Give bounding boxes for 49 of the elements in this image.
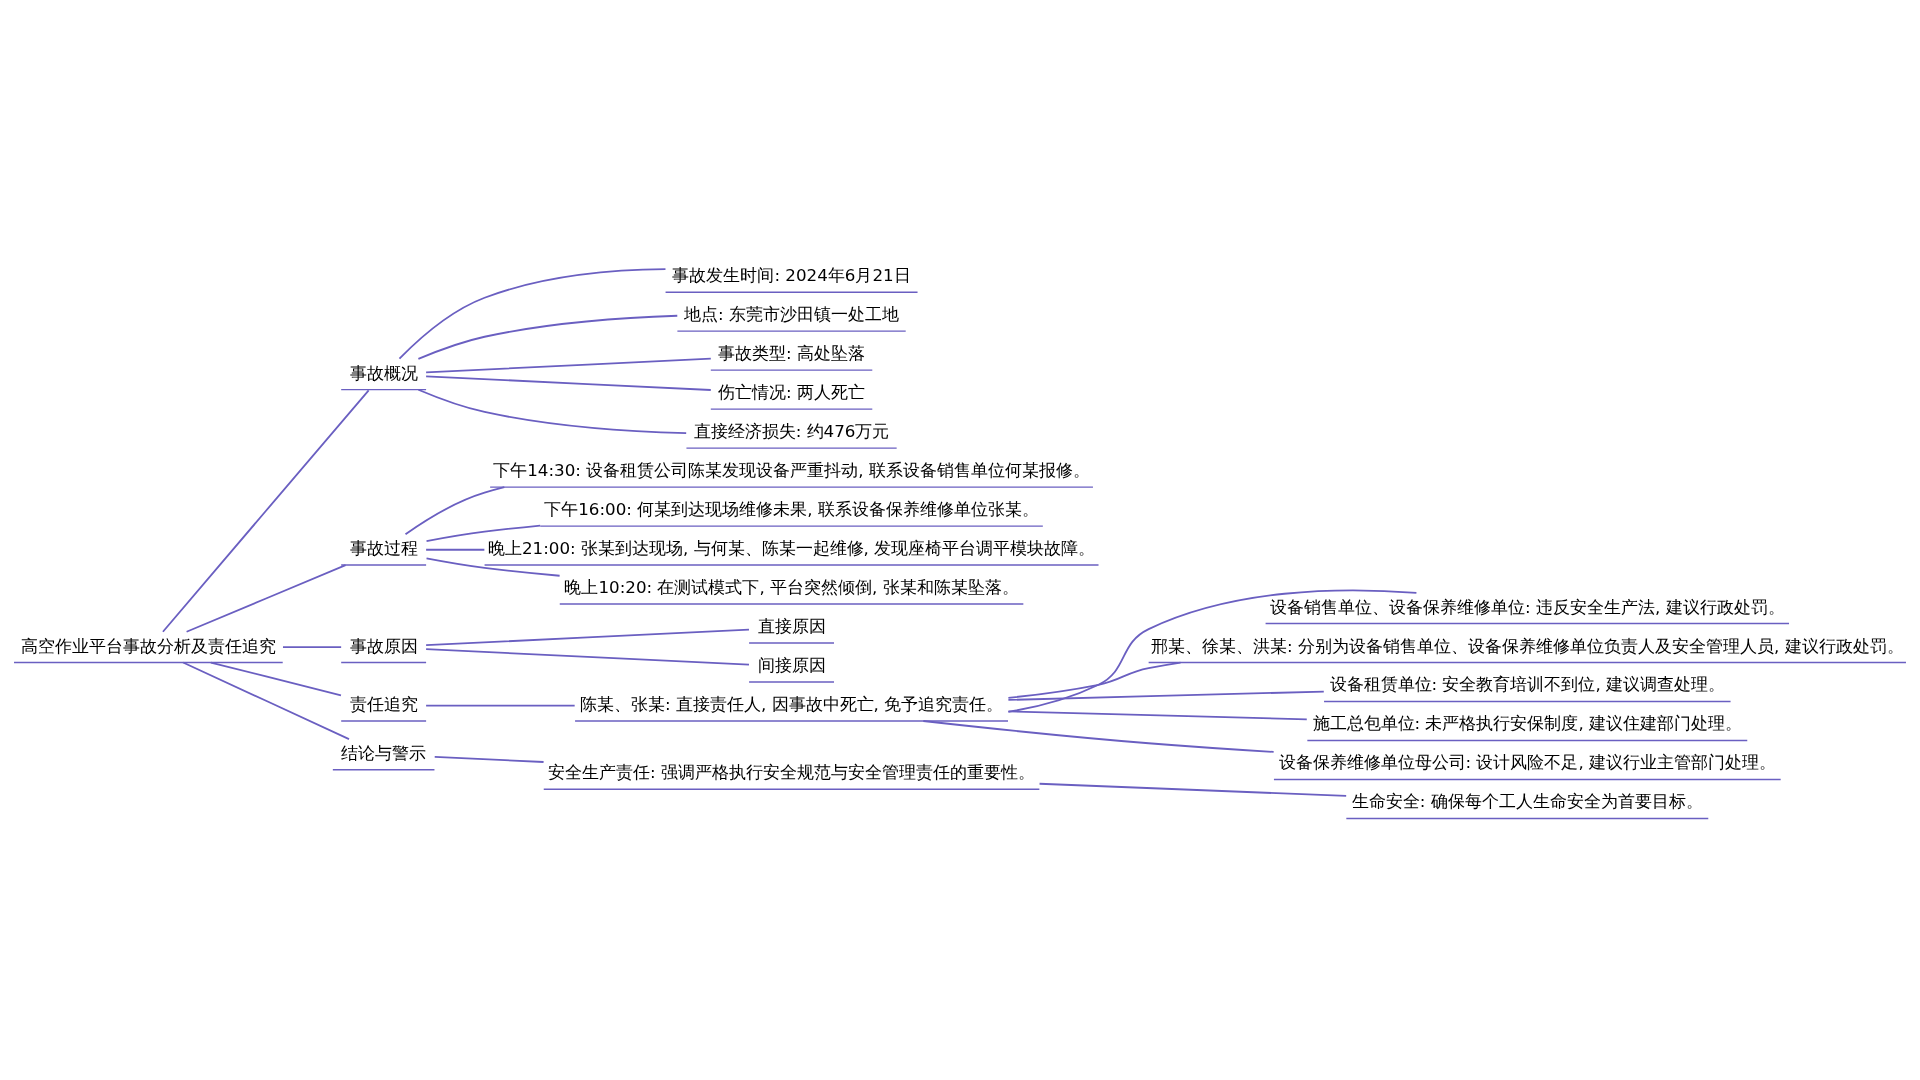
connector: [425, 704, 576, 707]
node-text: 责任追究: [349, 693, 418, 714]
node-text: 施工总包单位: 未严格执行安保制度, 建议住建部门处理。: [1312, 713, 1743, 734]
connector: [425, 648, 750, 666]
connector: [282, 646, 343, 649]
node-text: 事故类型: 高处坠落: [718, 343, 866, 364]
connector: [182, 661, 350, 740]
connector: [425, 375, 712, 391]
node-text: 事故发生时间: 2024年6月21日: [672, 265, 911, 286]
connector: [425, 357, 712, 374]
node-text: 设备销售单位、设备保养维修单位: 违反安全生产法, 建议行政处罚。: [1270, 596, 1785, 617]
connector: [185, 564, 347, 633]
node-text: 生命安全: 确保每个工人生命安全为首要目标。: [1351, 791, 1703, 812]
node-text: 高空作业平台事故分析及责任追究: [20, 635, 276, 656]
node-text: 邢某、徐某、洪某: 分别为设备销售单位、设备保养维修单位负责人及安全管理人员, 建议行政处罚。: [1151, 635, 1904, 656]
connector: [425, 557, 561, 577]
node-text: 陈某、张某: 直接责任人, 因事故中死亡, 免予追究责任。: [579, 693, 1004, 714]
node-text: 直接原因: [757, 616, 826, 637]
node-text: 事故概况: [349, 362, 418, 383]
connector: [1007, 661, 1182, 699]
node-text: 事故过程: [349, 538, 418, 559]
connector: [425, 628, 750, 647]
connector: [1007, 589, 1418, 713]
connector: [1007, 710, 1308, 721]
node-text: 伤亡情况: 两人死亡: [718, 382, 866, 403]
node-text: 直接经济损失: 约476万元: [693, 421, 890, 442]
connector: [404, 486, 506, 536]
node-text: 地点: 东莞市沙田镇一处工地: [684, 304, 900, 325]
connector: [417, 388, 688, 435]
node-text: 设备租赁单位: 安全教育培训不到位, 建议调查处理。: [1329, 674, 1726, 695]
node-text: 下午14:30: 设备租赁公司陈某发现设备严重抖动, 联系设备销售单位何某报修。: [493, 460, 1090, 481]
node-text: 晚上21:00: 张某到达现场, 与何某、陈某一起维修, 发现座椅平台调平模块故障。: [487, 538, 1096, 559]
node-text: 事故原因: [349, 635, 418, 656]
connector: [162, 389, 370, 633]
node-text: 设备保养维修单位母公司: 设计风险不足, 建议行业主管部门处理。: [1278, 752, 1777, 773]
node-text: 间接原因: [757, 655, 826, 675]
connector: [433, 755, 545, 763]
node-text: 晚上10:20: 在测试模式下, 平台突然倾倒, 张某和陈某坠落。: [564, 577, 1019, 598]
node-text: 下午16:00: 何某到达现场维修未果, 联系设备保养维修单位张某。: [544, 499, 1039, 520]
connector: [1038, 782, 1348, 797]
connector: [417, 314, 679, 360]
connector: [398, 268, 667, 360]
connector: [922, 720, 1275, 753]
connector: [425, 524, 542, 543]
node-text: 安全生产责任: 强调严格执行安全规范与安全管理责任的重要性。: [548, 762, 1036, 783]
connector: [425, 548, 486, 551]
connector: [1007, 690, 1325, 701]
node-text: 结论与警示: [341, 742, 427, 763]
connector: [209, 661, 342, 697]
